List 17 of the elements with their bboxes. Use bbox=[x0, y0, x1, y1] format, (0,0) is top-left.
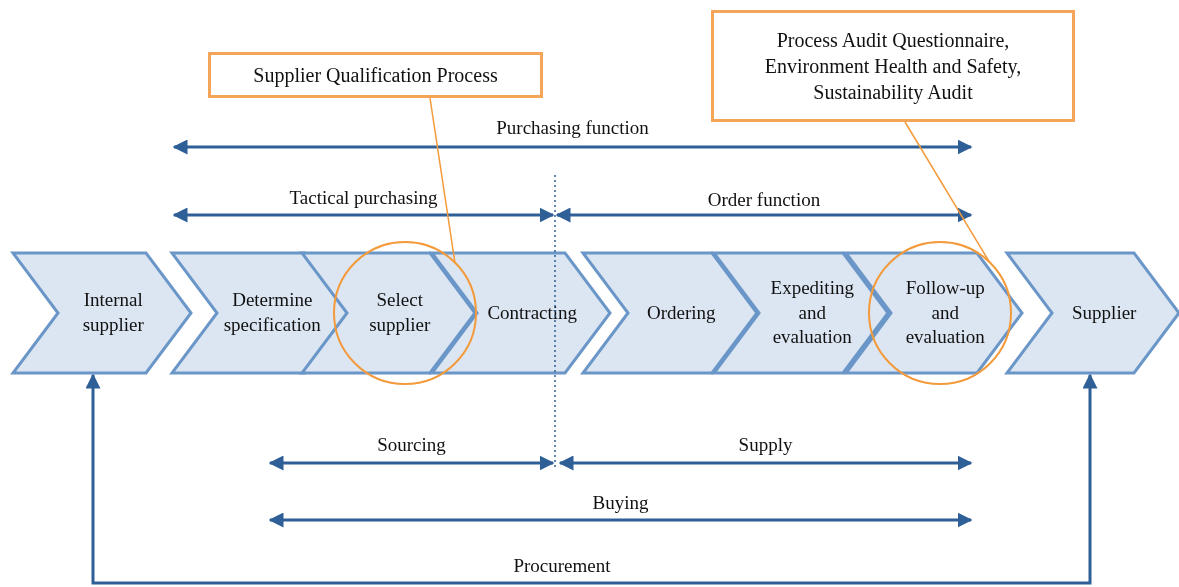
step-label: Contracting bbox=[487, 300, 578, 325]
span-label: Tactical purchasing bbox=[289, 187, 438, 208]
connector-arrow bbox=[85, 373, 1098, 585]
step-label: Follow-up and evaluation bbox=[904, 275, 986, 350]
callout-box: Supplier Qualification Process bbox=[208, 52, 543, 98]
step-label: Expediting and evaluation bbox=[769, 275, 855, 350]
step-label: Internal supplier bbox=[81, 288, 145, 337]
span-label: Order function bbox=[707, 189, 821, 210]
span-label: Buying bbox=[592, 492, 649, 513]
step-label: Ordering bbox=[646, 300, 716, 325]
step-label: Select supplier bbox=[368, 288, 432, 337]
span-label: Sourcing bbox=[377, 434, 446, 455]
callout-box: Process Audit Questionnaire, Environment Health and Safety, Sustainability Audit bbox=[711, 10, 1075, 122]
span-label: Supply bbox=[738, 434, 793, 455]
span-label: Purchasing function bbox=[496, 117, 649, 138]
step-label: Determine specification bbox=[222, 288, 322, 337]
step-label: Supplier bbox=[1072, 300, 1137, 325]
